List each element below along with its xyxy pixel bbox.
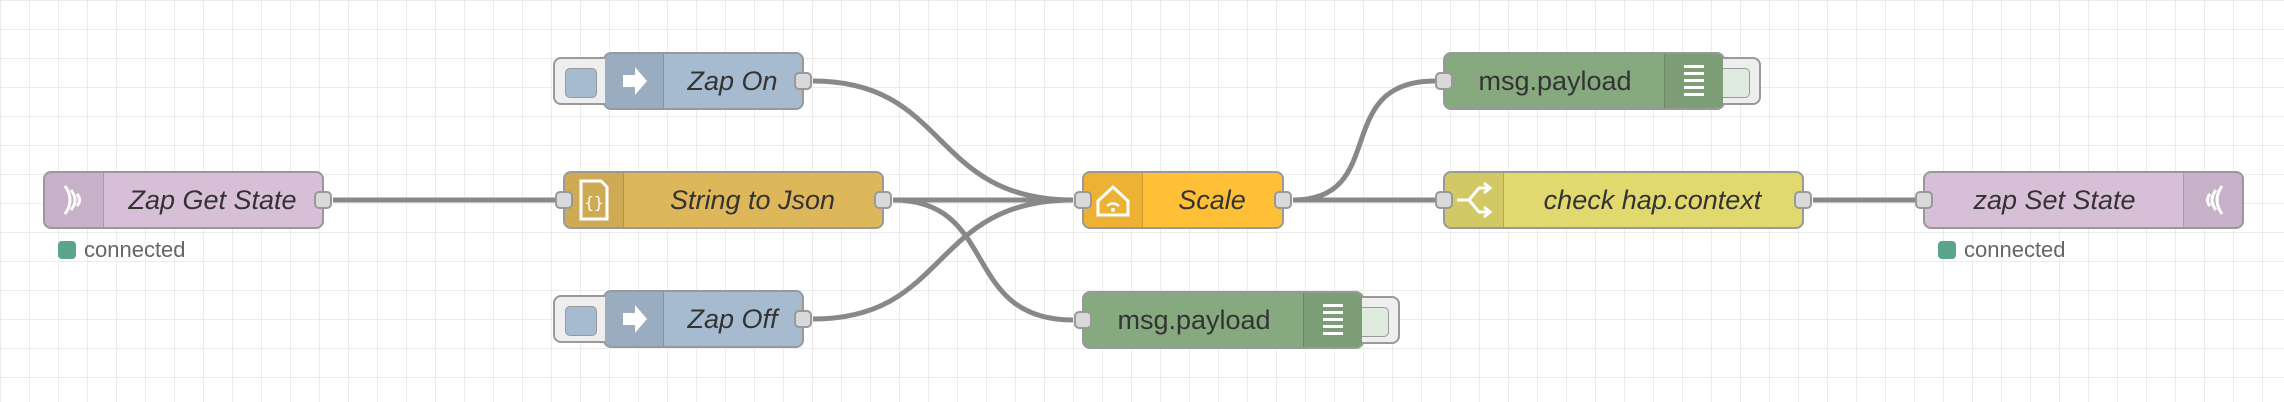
input-port[interactable] bbox=[555, 191, 573, 209]
node-debug-bottom[interactable]: msg.payload bbox=[1074, 291, 1400, 349]
output-port[interactable] bbox=[874, 191, 892, 209]
node-debug-top[interactable]: msg.payload bbox=[1435, 52, 1761, 110]
switch-icon bbox=[1445, 173, 1504, 227]
node-zap-off[interactable]: Zap Off bbox=[553, 290, 812, 348]
status-dot bbox=[58, 241, 76, 259]
node-label: check hap.context bbox=[1543, 184, 1762, 215]
status-connected: connected bbox=[1938, 237, 2066, 263]
node-zap-on[interactable]: Zap On bbox=[553, 52, 812, 110]
debug-toggle-button[interactable] bbox=[1362, 296, 1400, 344]
input-port[interactable] bbox=[1074, 311, 1092, 329]
status-dot bbox=[1938, 241, 1956, 259]
node-label: zap Set State bbox=[1973, 184, 2136, 215]
node-label: Zap Get State bbox=[128, 184, 297, 215]
input-port[interactable] bbox=[1074, 191, 1092, 209]
wire-zapoff-to-scale[interactable] bbox=[812, 197, 1074, 322]
node-string-to-json[interactable]: {} String to Json bbox=[555, 171, 892, 229]
broadcast-icon bbox=[45, 173, 104, 227]
homekit-icon bbox=[1084, 173, 1143, 227]
status-text: connected bbox=[1964, 237, 2066, 262]
inject-button[interactable] bbox=[553, 57, 605, 105]
wire-scale-to-debug-top[interactable] bbox=[1292, 78, 1436, 203]
node-zap-set-state[interactable]: zap Set State bbox=[1915, 171, 2244, 229]
node-zap-get-state[interactable]: Zap Get State bbox=[43, 171, 332, 229]
node-label: Scale bbox=[1178, 184, 1246, 215]
inject-arrow-icon bbox=[605, 54, 664, 108]
output-port[interactable] bbox=[314, 191, 332, 209]
status-connected: connected bbox=[58, 237, 186, 263]
inject-arrow-icon bbox=[605, 292, 664, 346]
debug-toggle-button[interactable] bbox=[1723, 57, 1761, 105]
node-label: Zap Off bbox=[687, 303, 778, 334]
svg-text:{}: {} bbox=[584, 193, 603, 212]
output-port[interactable] bbox=[794, 72, 812, 90]
output-port[interactable] bbox=[794, 310, 812, 328]
debug-list-icon bbox=[1664, 54, 1723, 108]
node-label: msg.payload bbox=[1478, 65, 1632, 96]
debug-list-icon bbox=[1303, 293, 1362, 347]
output-port[interactable] bbox=[1794, 191, 1812, 209]
node-check-hap-context[interactable]: check hap.context bbox=[1435, 171, 1812, 229]
output-port[interactable] bbox=[1274, 191, 1292, 209]
inject-button[interactable] bbox=[553, 295, 605, 343]
broadcast-icon bbox=[2183, 173, 2242, 227]
node-label: Zap On bbox=[687, 65, 778, 96]
node-label: msg.payload bbox=[1117, 304, 1271, 335]
node-scale[interactable]: Scale bbox=[1074, 171, 1292, 229]
input-port[interactable] bbox=[1435, 191, 1453, 209]
input-port[interactable] bbox=[1435, 72, 1453, 90]
wire-zapon-to-scale[interactable] bbox=[812, 78, 1074, 203]
node-label: String to Json bbox=[669, 184, 836, 215]
json-braces-icon: {} bbox=[565, 173, 624, 227]
wire-stringjson-to-debug-bottom[interactable] bbox=[892, 197, 1074, 323]
input-port[interactable] bbox=[1915, 191, 1933, 209]
status-text: connected bbox=[84, 237, 186, 262]
